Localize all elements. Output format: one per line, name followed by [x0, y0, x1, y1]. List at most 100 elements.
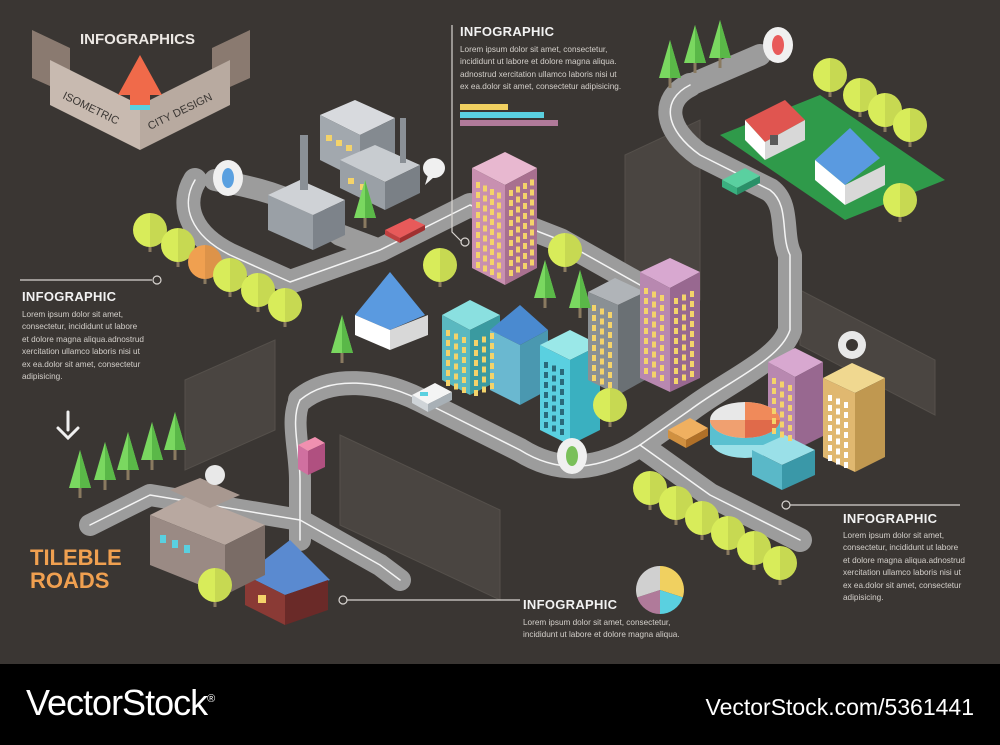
window	[788, 435, 792, 441]
window	[462, 347, 466, 353]
window	[644, 298, 648, 304]
window	[544, 362, 548, 368]
window	[482, 356, 486, 363]
info-heading-left: INFOGRAPHIC	[22, 289, 117, 304]
window	[844, 432, 848, 438]
info-heading-right: INFOGRAPHIC	[843, 511, 938, 526]
car-pink	[298, 437, 325, 475]
pine-tree	[569, 270, 591, 318]
window	[836, 448, 840, 455]
window	[490, 353, 494, 359]
window	[523, 263, 527, 269]
bar-graphic	[460, 104, 558, 126]
window	[674, 368, 678, 374]
window	[844, 442, 848, 448]
pine-tree	[534, 260, 556, 308]
window	[509, 240, 513, 246]
pine-tree	[659, 40, 681, 88]
window	[482, 386, 486, 393]
window	[592, 355, 596, 361]
window	[560, 399, 564, 405]
window	[509, 190, 513, 196]
window	[592, 325, 596, 331]
watermark-footer: VectorStock® VectorStock.com/5361441	[0, 664, 1000, 745]
pie-slice	[660, 590, 683, 614]
car-orange	[668, 418, 708, 448]
window	[476, 212, 480, 218]
window	[552, 365, 556, 372]
window	[644, 318, 648, 324]
window	[516, 236, 520, 243]
window	[497, 222, 501, 229]
window	[682, 354, 686, 361]
window	[523, 243, 527, 249]
window	[509, 200, 513, 206]
pine-tree	[141, 422, 163, 470]
window	[780, 381, 784, 388]
house-top-right-blue	[815, 128, 885, 205]
window	[454, 363, 458, 370]
window	[476, 232, 480, 238]
window	[788, 395, 792, 401]
window	[476, 182, 480, 188]
window	[652, 371, 656, 378]
pine-tree	[331, 315, 353, 363]
car-green	[722, 168, 760, 195]
window	[836, 428, 840, 435]
round-tree	[241, 273, 275, 312]
connector-lines	[20, 25, 960, 605]
window	[497, 252, 501, 259]
window	[482, 376, 486, 383]
footer-image-id: VectorStock.com/5361441	[705, 694, 975, 720]
car-white	[412, 383, 452, 412]
window	[682, 374, 686, 381]
banner-title: INFOGRAPHICS	[80, 31, 195, 48]
window	[788, 405, 792, 411]
window	[652, 331, 656, 338]
window	[652, 311, 656, 318]
info-body-left: Lorem ipsum dolor sit amet, consectetur,…	[22, 310, 144, 382]
window	[674, 308, 678, 314]
window	[690, 351, 694, 357]
window	[592, 365, 596, 371]
window	[644, 348, 648, 354]
window	[446, 380, 450, 386]
window	[523, 213, 527, 219]
window	[530, 229, 534, 236]
window	[462, 357, 466, 363]
window	[497, 272, 501, 279]
tower-pink-center	[472, 152, 537, 285]
pine-tree	[709, 20, 731, 68]
window	[454, 353, 458, 360]
window	[490, 249, 494, 255]
window	[828, 455, 832, 461]
window	[490, 199, 494, 205]
window	[608, 332, 612, 338]
window	[592, 335, 596, 341]
window	[682, 344, 686, 351]
window	[446, 360, 450, 366]
window	[660, 355, 664, 361]
window	[446, 350, 450, 356]
window	[483, 195, 487, 202]
house-center-blue	[355, 272, 428, 350]
window	[474, 340, 478, 346]
window	[560, 429, 564, 435]
window	[483, 205, 487, 212]
round-tree	[868, 93, 902, 132]
window	[516, 216, 520, 223]
window	[544, 372, 548, 378]
footer-brand: VectorStock®	[26, 682, 215, 724]
window	[788, 415, 792, 421]
window	[490, 239, 494, 245]
window	[652, 321, 656, 328]
window	[474, 390, 478, 396]
round-building	[710, 402, 780, 458]
bar	[460, 112, 544, 118]
info-body-top: Lorem ipsum dolor sit amet, consectetur,…	[460, 45, 622, 92]
window	[836, 408, 840, 415]
info-heading-bottom: INFOGRAPHIC	[523, 597, 618, 612]
pie-slice	[660, 566, 684, 598]
window	[836, 398, 840, 405]
window	[608, 372, 612, 378]
